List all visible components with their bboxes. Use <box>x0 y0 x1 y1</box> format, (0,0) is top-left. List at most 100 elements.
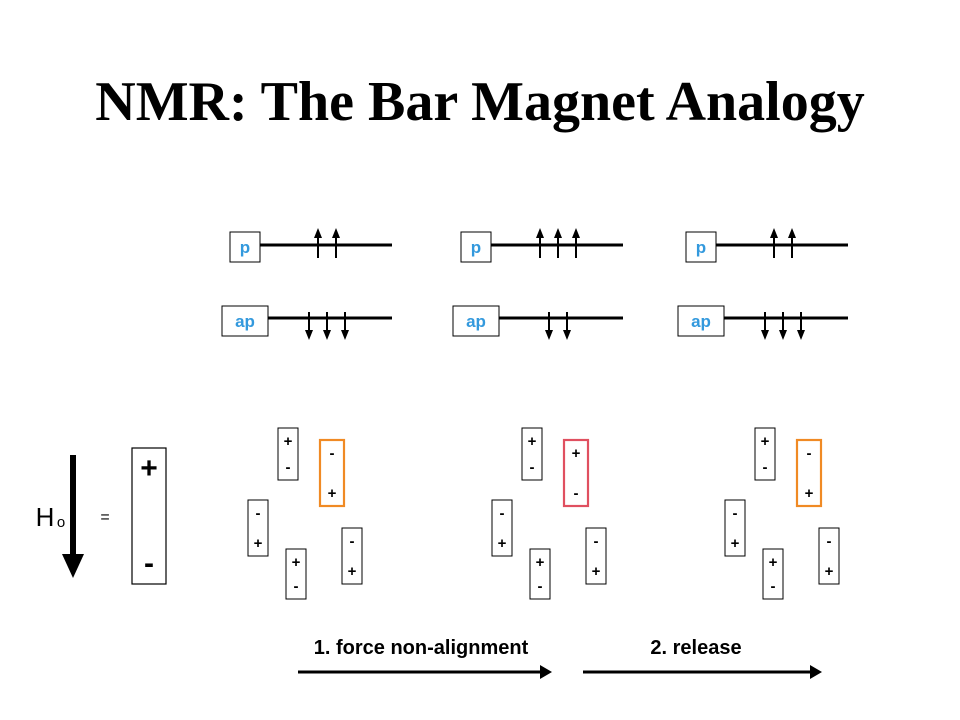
spin-down-head <box>761 330 769 340</box>
magnet-group: +--+-++--+ <box>247 427 363 600</box>
magnet-bottom-pole: - <box>538 578 543 595</box>
step-arrow-head <box>810 665 822 679</box>
bar-magnet-body <box>818 527 840 585</box>
spin-down-head <box>545 330 553 340</box>
process-steps: 1. force non-alignment 2. release <box>298 637 822 679</box>
equals-sign: = <box>100 509 109 526</box>
bar-magnet-body <box>724 499 746 557</box>
magnet-top-pole: - <box>256 505 261 522</box>
bar-magnet: +- <box>529 548 551 600</box>
magnet-bottom-pole: + <box>731 535 740 552</box>
bar-magnet: +- <box>762 548 784 600</box>
spin-down-arrow <box>563 312 571 340</box>
lower-level-label: ap <box>691 312 711 331</box>
magnet-group: +-+--++--+ <box>491 427 607 600</box>
upper-level-label: p <box>696 238 706 257</box>
spin-down-arrow <box>341 312 349 340</box>
energy-level-diagrams: p ap p ap p ap <box>221 228 848 340</box>
magnet-bottom-pole: + <box>348 563 357 580</box>
bar-magnet: +- <box>277 427 299 481</box>
magnet-bottom-pole: + <box>592 563 601 580</box>
magnet-bottom-pole: - <box>286 459 291 476</box>
upper-level-box <box>229 231 261 263</box>
bar-magnet: +- <box>754 427 776 481</box>
bar-magnet: -+ <box>491 499 513 557</box>
spin-up-head <box>788 228 796 238</box>
bar-magnet-body <box>285 548 307 600</box>
spin-down-head <box>563 330 571 340</box>
lower-level-label: ap <box>235 312 255 331</box>
bar-magnet-body <box>341 527 363 585</box>
bar-magnet: -+ <box>818 527 840 585</box>
bar-magnet-body <box>795 438 823 508</box>
lower-level-label: ap <box>466 312 486 331</box>
bar-magnet-groups: +--+-++--++-+--++--++--+-++--+ <box>247 427 840 600</box>
spin-up-arrow <box>572 228 580 258</box>
spin-up-arrow <box>554 228 562 258</box>
spin-down-head <box>797 330 805 340</box>
spin-up-head <box>554 228 562 238</box>
spin-down-head <box>779 330 787 340</box>
reference-magnet-top-pole: + <box>140 452 158 485</box>
spin-down-head <box>305 330 313 340</box>
lower-level-box <box>677 305 725 337</box>
upper-level-label: p <box>471 238 481 257</box>
spin-up-head <box>770 228 778 238</box>
magnet-top-pole: - <box>827 533 832 550</box>
step-arrow-head <box>540 665 552 679</box>
magnet-top-pole: + <box>572 445 581 462</box>
magnet-top-pole: - <box>594 533 599 550</box>
bar-magnet: +- <box>285 548 307 600</box>
process-step: 1. force non-alignment <box>298 637 552 679</box>
upper-level-label: p <box>240 238 250 257</box>
bar-magnet: -+ <box>795 438 823 508</box>
step-caption: 1. force non-alignment <box>314 637 529 659</box>
lower-level-box <box>221 305 269 337</box>
spin-up-head <box>314 228 322 238</box>
upper-level-box <box>685 231 717 263</box>
process-step: 2. release <box>583 637 822 679</box>
upper-level-box <box>460 231 492 263</box>
magnet-bottom-pole: - <box>294 578 299 595</box>
step-caption: 2. release <box>650 637 741 659</box>
magnet-top-pole: + <box>284 433 293 450</box>
reference-magnet-bottom-pole: - <box>144 547 154 580</box>
bar-magnet-body <box>491 499 513 557</box>
magnet-top-pole: - <box>733 505 738 522</box>
magnet-top-pole: + <box>769 554 778 571</box>
spin-up-arrow <box>536 228 544 258</box>
bar-magnet-body <box>585 527 607 585</box>
bar-magnet: +- <box>562 438 590 508</box>
spin-up-head <box>572 228 580 238</box>
magnet-bottom-pole: - <box>771 578 776 595</box>
bar-magnet-body <box>277 427 299 481</box>
spin-up-arrow <box>788 228 796 258</box>
magnet-top-pole: + <box>761 433 770 450</box>
spin-up-head <box>332 228 340 238</box>
bar-magnet-body <box>247 499 269 557</box>
spin-down-arrow <box>305 312 313 340</box>
spin-down-arrow <box>779 312 787 340</box>
bar-magnet-body <box>529 548 551 600</box>
bar-magnet: -+ <box>585 527 607 585</box>
magnet-bottom-pole: - <box>763 459 768 476</box>
slide-title: NMR: The Bar Magnet Analogy <box>95 71 865 133</box>
bar-magnet-body <box>754 427 776 481</box>
field-arrow-head <box>62 554 84 578</box>
magnet-bottom-pole: - <box>574 485 579 502</box>
spin-down-head <box>341 330 349 340</box>
magnet-bottom-pole: + <box>498 535 507 552</box>
magnet-top-pole: - <box>500 505 505 522</box>
spin-up-arrow <box>332 228 340 258</box>
bar-magnet-body <box>318 438 346 508</box>
bar-magnet: -+ <box>724 499 746 557</box>
lower-level-box <box>452 305 500 337</box>
bar-magnet-body <box>762 548 784 600</box>
magnet-top-pole: - <box>807 445 812 462</box>
energy-panel: p ap <box>452 228 623 340</box>
spin-up-arrow <box>770 228 778 258</box>
bar-magnet: -+ <box>318 438 346 508</box>
magnet-bottom-pole: - <box>530 459 535 476</box>
